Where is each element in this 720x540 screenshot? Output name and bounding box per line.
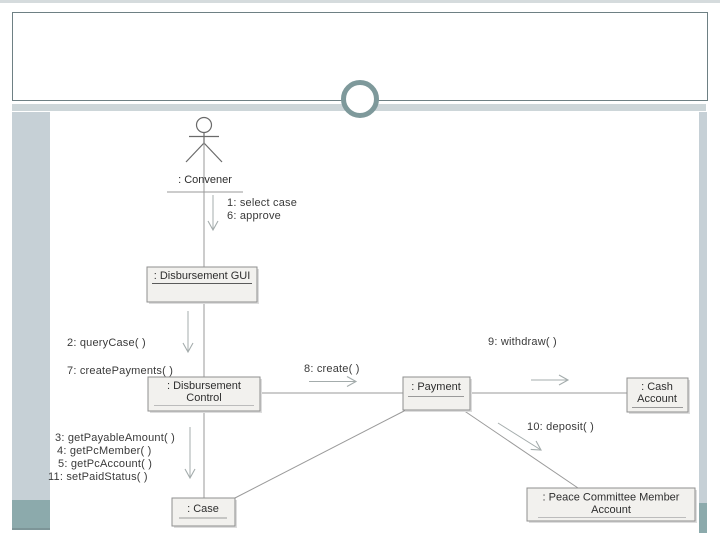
message-5-label: 5: getPcAccount( )	[58, 458, 152, 470]
left-sidebar-bar	[12, 112, 50, 500]
object-box-disbursement-gui: : Disbursement GUI	[146, 266, 259, 304]
message-3-label: 3: getPayableAmount( )	[55, 432, 175, 444]
object-box-disbursement-control: : Disbursement Control	[147, 376, 262, 413]
link-payment-pcma	[462, 409, 579, 489]
actor-label: : Convener	[178, 174, 232, 186]
message-10-label: 10: deposit( )	[527, 421, 594, 433]
slide-top-strip	[0, 0, 720, 3]
actor-leg-left	[185, 142, 205, 163]
ring-ornament-icon	[341, 80, 379, 118]
object-box-peace-committee-member-account: : Peace Committee Member Account	[526, 487, 697, 523]
object-box-cash-account: : Cash Account	[626, 377, 690, 414]
box-rect	[146, 266, 258, 303]
right-sidebar-bar	[699, 112, 707, 503]
actor-convener-icon	[185, 116, 223, 163]
message-11-label: 11: setPaidStatus( )	[48, 471, 148, 483]
actor-leg-right	[203, 142, 223, 163]
object-label-line1: : Cash	[641, 381, 673, 393]
message-6-label: 6: approve	[227, 210, 281, 222]
message-2-label: 2: queryCase( )	[67, 337, 146, 349]
box-rect	[626, 377, 689, 413]
link-payment-case	[232, 409, 407, 500]
object-label: : Case	[187, 503, 219, 515]
object-label: : Disbursement GUI	[154, 270, 251, 282]
left-sidebar-accent	[12, 500, 50, 530]
object-label-line2: Account	[591, 504, 631, 516]
message-8-label: 8: create( )	[304, 363, 360, 375]
box-rect	[526, 487, 696, 522]
object-box-case: : Case	[171, 497, 237, 528]
actor-head	[195, 116, 213, 134]
message-arrow-10	[497, 422, 542, 451]
object-label-line2: Control	[186, 392, 221, 404]
object-label-line1: : Disbursement	[167, 380, 241, 392]
object-box-payment: : Payment	[402, 376, 472, 412]
message-7-label: 7: createPayments( )	[67, 365, 173, 377]
object-label-line1: : Peace Committee Member	[543, 492, 680, 504]
object-label: : Payment	[411, 381, 461, 393]
object-label-line2: Account	[637, 393, 677, 405]
message-1-label: 1: select case	[227, 197, 297, 209]
box-rect	[402, 376, 471, 411]
message-4-label: 4: getPcMember( )	[57, 445, 151, 457]
right-sidebar-accent	[699, 503, 707, 533]
message-9-label: 9: withdraw( )	[488, 336, 557, 348]
box-rect	[171, 497, 236, 527]
